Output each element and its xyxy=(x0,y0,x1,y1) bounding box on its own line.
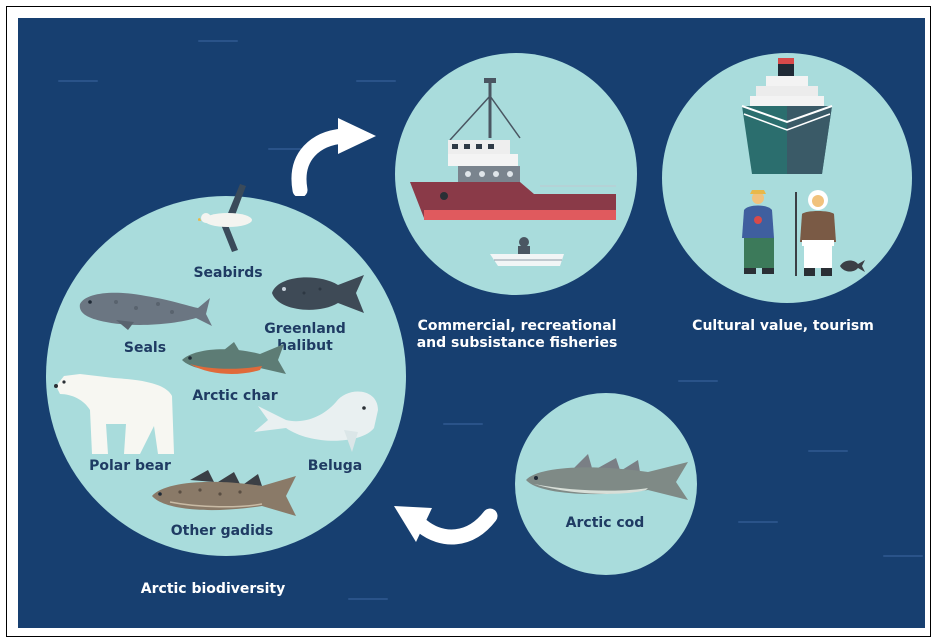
arctic-biodiversity-label: Arctic biodiversity xyxy=(140,581,286,597)
cruise-ship-icon xyxy=(738,56,836,178)
background-dash xyxy=(443,423,483,425)
seabird-icon xyxy=(198,180,258,255)
arctic-cod-icon xyxy=(524,452,692,502)
background-dash xyxy=(883,555,923,557)
small-boat-icon xyxy=(488,236,566,270)
background-dash xyxy=(58,80,98,82)
culture-label: Cultural value, tourism xyxy=(692,318,874,334)
arctic-char-label: Arctic char xyxy=(192,388,278,404)
background-dash xyxy=(268,148,308,150)
polar-bear-label: Polar bear xyxy=(89,458,171,474)
fishing-ship-icon xyxy=(410,78,622,228)
halibut-icon xyxy=(268,271,370,316)
beluga-label: Beluga xyxy=(307,458,363,474)
fisheries-label: Commercial, recreational and subsistance… xyxy=(416,318,618,351)
other-gadids-label: Other gadids xyxy=(170,523,274,539)
seabirds-label: Seabirds xyxy=(193,265,263,281)
flow-arrow-icon xyxy=(390,486,500,551)
beluga-icon xyxy=(252,384,382,456)
background-dash xyxy=(738,521,778,523)
background-dash xyxy=(808,450,848,452)
seals-label: Seals xyxy=(123,340,167,356)
diagram-panel: Seabirds Seals Greenland halibut xyxy=(18,18,925,628)
seal-icon xyxy=(76,286,212,331)
arctic-cod-label: Arctic cod xyxy=(565,515,645,531)
gadid-icon xyxy=(150,470,300,522)
background-dash xyxy=(356,80,396,82)
inuit-person-icon xyxy=(790,188,842,278)
polar-bear-icon xyxy=(54,370,184,455)
greenland-halibut-label: Greenland halibut xyxy=(264,321,346,354)
halibut-icon xyxy=(838,259,866,273)
arctic-char-icon xyxy=(180,340,290,385)
background-dash xyxy=(678,380,718,382)
fisher-person-icon xyxy=(738,190,780,276)
background-dash xyxy=(198,40,238,42)
flow-arrow-icon xyxy=(286,116,381,196)
background-dash xyxy=(348,598,388,600)
